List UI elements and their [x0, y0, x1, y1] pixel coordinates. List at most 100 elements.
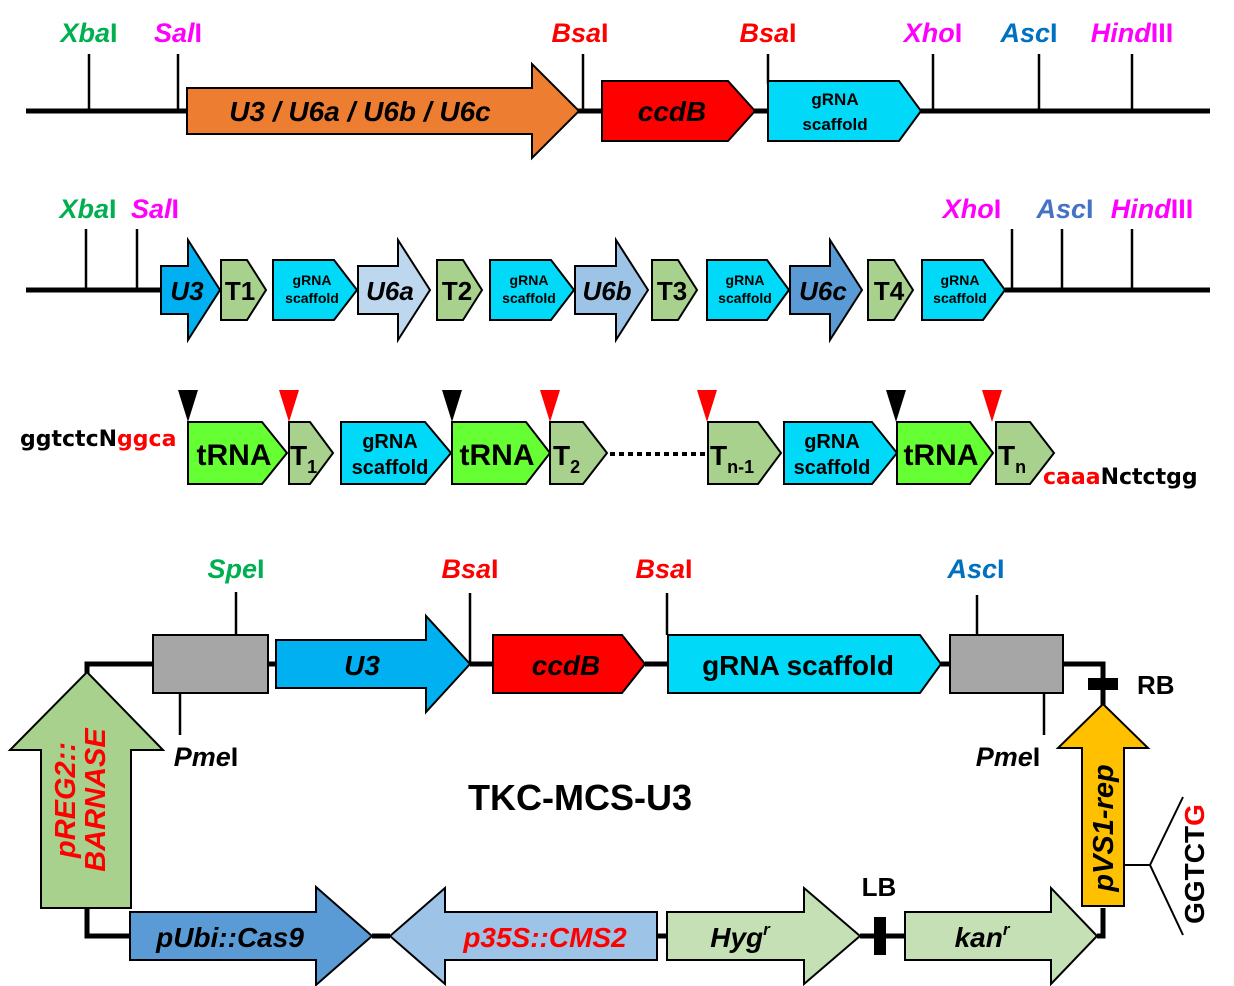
promoter-u6b-arrow: [574, 236, 650, 344]
cleavage-marker-black: [886, 390, 906, 422]
promoter-u6c-arrow: [789, 236, 864, 344]
grna-scaffold-box: [667, 634, 943, 694]
cassette-4: U6c T4 gRNA scaffold: [789, 236, 1007, 344]
mutation-bracket: [1148, 796, 1184, 936]
panel-4-tkc-vector-map: SpeI BsaI BsaI AscI PmeI PmeI U3 ccdB gR…: [7, 554, 1210, 986]
terminator-t4: [867, 259, 915, 321]
promoter-u6a-label: U6a: [366, 276, 414, 306]
trna-unit-2: [451, 421, 552, 485]
backbone-top-right: [1063, 661, 1106, 705]
terminator-t1-label: T1: [225, 276, 255, 306]
site-label-xbai: XbaI: [57, 194, 116, 224]
hygromycin-resistance-label: Hygr: [710, 920, 771, 953]
target-t2-label: T2: [553, 440, 580, 477]
cleavage-marker-red: [540, 390, 560, 422]
pvs1-rep-label: pVS1-rep: [1088, 764, 1120, 892]
target-t1: [288, 421, 335, 485]
site-label-asci: AscI: [946, 554, 1004, 584]
hygromycin-resistance-arrow: [666, 885, 862, 986]
trna-unit-n: [896, 421, 995, 485]
target-tn-label: Tn: [998, 440, 1026, 477]
grna-scaffold-label: gRNA scaffold: [702, 650, 894, 681]
right-overhang-sequence: caaaNctctgg: [1043, 465, 1198, 490]
ccdb-box: [601, 80, 757, 142]
promoter-u3-arrow: [275, 613, 472, 715]
ccdb-label: ccdB: [532, 650, 600, 681]
scaffold-label-line2: scaffold: [794, 457, 871, 479]
cms2-label: p35S::CMS2: [462, 922, 627, 953]
terminator-t2: [436, 259, 484, 321]
barnase-label-line1: pREG2::: [50, 742, 82, 859]
left-border-label: LB: [862, 872, 897, 902]
site-label-bsai-1: BsaI: [551, 18, 608, 48]
scaffold-label-line2: scaffold: [933, 290, 987, 306]
pvs1-rep-arrow: [1055, 702, 1151, 907]
trna-label: tRNA: [460, 439, 535, 472]
promoter-u3-label: U3: [170, 276, 204, 306]
site-label-xbai: XbaI: [58, 18, 117, 48]
site-label-asci: AscI: [1035, 194, 1093, 224]
grna-scaffold-1: [272, 259, 359, 321]
grna-scaffold-4: [921, 259, 1007, 321]
grna-scaffold-2: [489, 259, 576, 321]
scaffold-label-line2: scaffold: [352, 457, 429, 479]
scaffold-label-line1: gRNA: [804, 431, 860, 453]
target-tn-1-label: Tn-1: [710, 440, 754, 477]
site-label-xhoi: XhoI: [941, 194, 1002, 224]
target-tn: [995, 421, 1056, 485]
scaffold-label-line1: gRNA: [293, 272, 332, 288]
trna-unit-1: [187, 421, 289, 485]
terminator-t1: [220, 259, 268, 321]
promoter-u6c-label: U6c: [799, 276, 847, 306]
ccdb-box: [492, 634, 647, 694]
grna-scaffold-3: [706, 259, 791, 321]
cassette-1: U3 T1 gRNA scaffold: [160, 236, 359, 344]
site-label-asci: AscI: [999, 18, 1057, 48]
promoter-arrow-u3-u6: [186, 61, 581, 161]
kanamycin-resistance-arrow: [904, 885, 1099, 986]
cleavage-marker-red: [279, 390, 299, 422]
site-label-sali: SalI: [154, 18, 202, 48]
cms2-arrow: [388, 885, 658, 986]
panel-1-single-promoter-cassette: XbaI SalI BsaI BsaI XhoI AscI HindIII U3…: [26, 18, 1210, 161]
promoter-u6a-arrow: [357, 236, 432, 344]
mutation-sequence: GGTCTG: [1179, 804, 1210, 924]
left-overhang-sequence: ggtctcNggca: [20, 427, 176, 452]
ccdb-label: ccdB: [638, 96, 706, 127]
site-label-hindiii: HindIII: [1091, 18, 1174, 48]
cleavage-marker-red: [697, 390, 717, 422]
scaffold-label-line1: gRNA: [726, 272, 765, 288]
barnase-arrow: [7, 670, 166, 909]
site-label-xhoi: XhoI: [902, 18, 963, 48]
grey-insert-box-left: [152, 634, 269, 694]
backbone-bottom-right: [1097, 908, 1106, 939]
site-label-hindiii: HindIII: [1111, 194, 1194, 224]
backbone-bottom-left: [84, 908, 130, 939]
promoter-u3-label: U3: [344, 650, 380, 681]
site-label-spei: SpeI: [207, 554, 264, 584]
trna-label: tRNA: [197, 439, 272, 472]
scaffold-label-line1: gRNA: [510, 272, 549, 288]
right-border-marker: [1088, 678, 1118, 690]
grna-scaffold: [783, 421, 899, 485]
terminator-t4-label: T4: [874, 276, 905, 306]
promoter-label: U3 / U6a / U6b / U6c: [229, 96, 491, 127]
cas9-label: pUbi::Cas9: [155, 922, 304, 953]
grna-scaffold-box: [767, 80, 923, 142]
site-label-bsai-1: BsaI: [441, 554, 498, 584]
barnase-label-line2: BARNASE: [80, 727, 112, 872]
promoter-u3-arrow: [160, 236, 222, 344]
trna-label: tRNA: [904, 439, 979, 472]
site-label-bsai-2: BsaI: [635, 554, 692, 584]
cassette-3: U6b T3 gRNA scaffold: [574, 236, 791, 344]
promoter-u6b-label: U6b: [582, 276, 631, 306]
terminator-t2-label: T2: [442, 276, 472, 306]
scaffold-label-line2: scaffold: [802, 115, 867, 134]
site-label-pmei-2: PmeI: [976, 742, 1041, 772]
cleavage-marker-black: [178, 390, 198, 422]
right-border-label: RB: [1137, 670, 1175, 700]
cleavage-marker-black: [442, 390, 462, 422]
panel-3-ptg-array: ggtctcNggca tRNA T1 gRNA scaffold tRNA T…: [20, 390, 1198, 490]
site-label-bsai-2: BsaI: [739, 18, 796, 48]
cas9-arrow: [129, 884, 374, 986]
